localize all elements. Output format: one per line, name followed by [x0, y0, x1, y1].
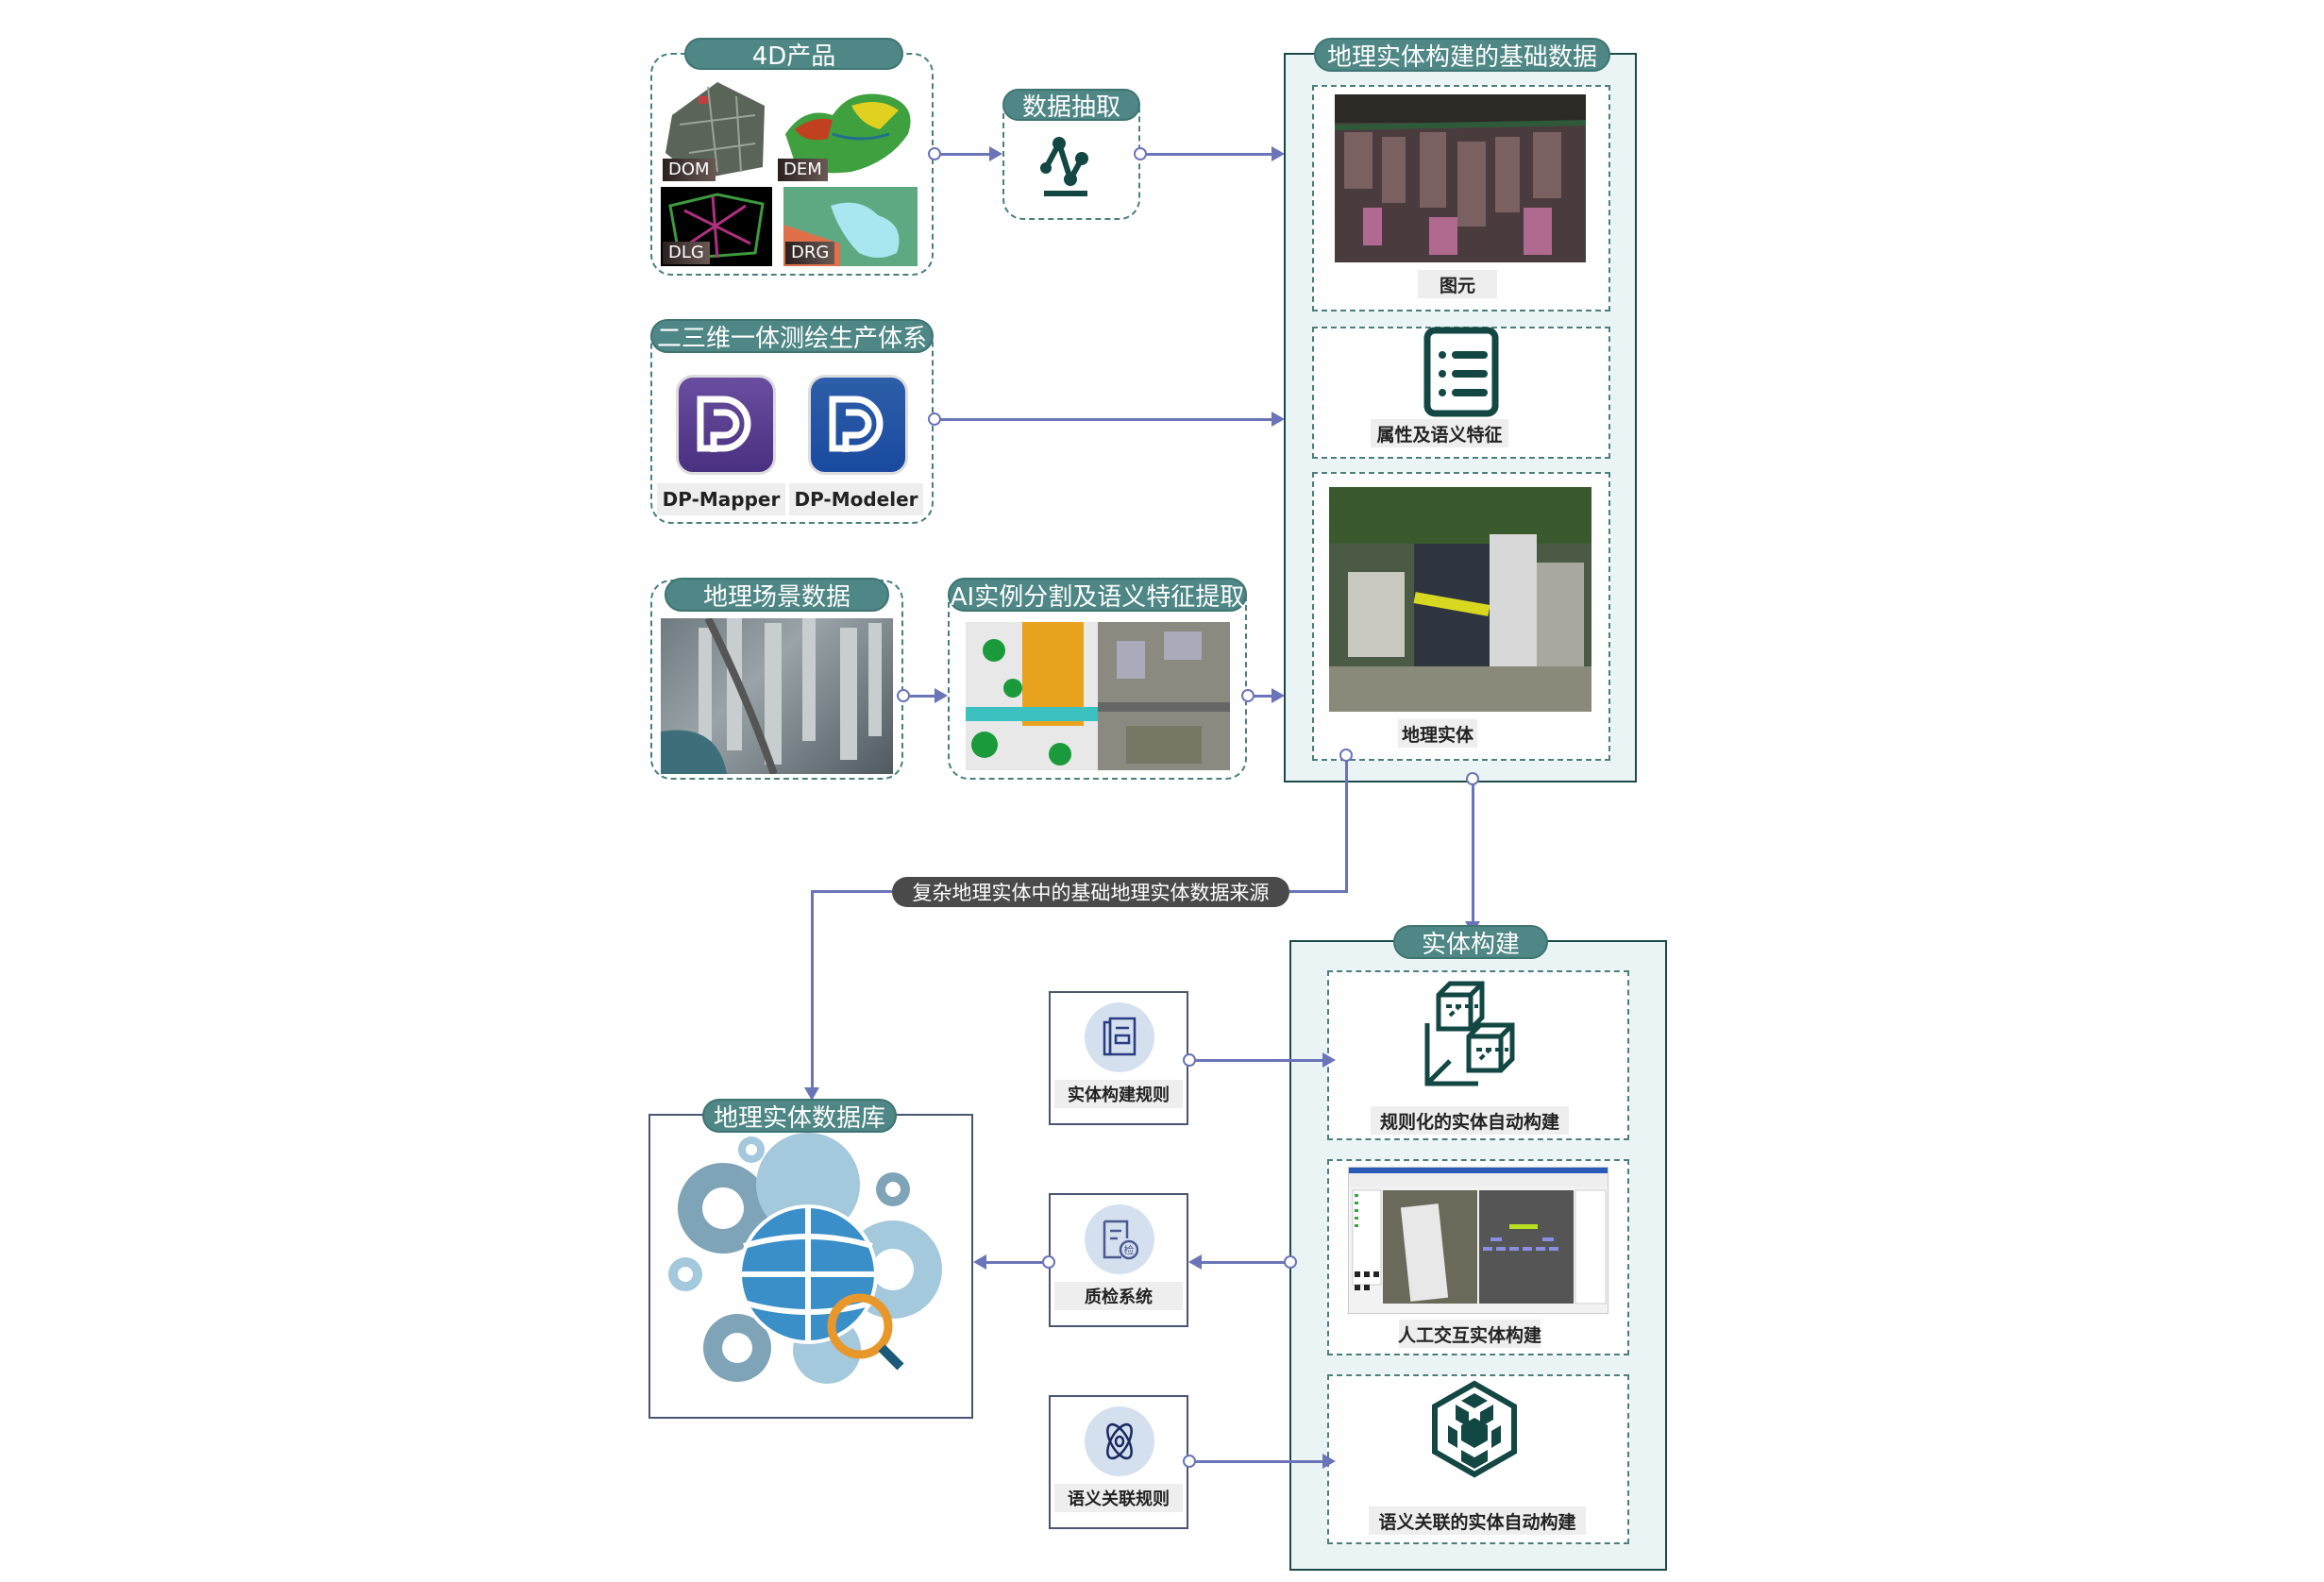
arrow-head [1322, 1454, 1336, 1469]
rule-box-build-rules: 实体构建规则 [1049, 991, 1188, 1125]
manual-build-screenshot [1348, 1167, 1608, 1314]
dem-label: DEM [778, 159, 828, 181]
primitives-image [1335, 94, 1586, 262]
rule-box-quality-check: 检 质检系统 [1049, 1193, 1188, 1327]
connector-node [1339, 749, 1353, 762]
drg-label: DRG [785, 242, 835, 264]
connector-line [1472, 784, 1474, 922]
scene-image [661, 618, 893, 774]
primitives-label: 图元 [1418, 270, 1497, 298]
quality-check-icon: 检 [1085, 1204, 1154, 1274]
connector-line [1254, 695, 1272, 698]
arrow-head [804, 1087, 819, 1101]
connector-node [928, 412, 941, 426]
connector-line [1201, 1261, 1285, 1264]
svg-text:检: 检 [1124, 1243, 1135, 1256]
entity-label: 地理实体 [1398, 719, 1477, 748]
connector-line [1289, 890, 1348, 893]
hexagon-cubes-icon [1427, 1380, 1522, 1482]
connector-node [1183, 1455, 1196, 1468]
connector-line [985, 1261, 1043, 1264]
dp-modeler-icon[interactable] [808, 375, 908, 475]
connector-node [1466, 772, 1479, 785]
semantic-build-label: 语义关联的实体自动构建 [1369, 1506, 1586, 1535]
scene-data-title: 地理场景数据 [665, 578, 889, 612]
attributes-label: 属性及语义特征 [1371, 419, 1508, 447]
dp-mapper-icon[interactable] [676, 375, 776, 475]
connector-node [1284, 1255, 1297, 1269]
connector-node [1183, 1053, 1196, 1067]
entity-build-title: 实体构建 [1393, 925, 1548, 959]
connector-line [811, 890, 892, 893]
products-4d-title: 4D产品 [684, 38, 903, 71]
database-title: 地理实体数据库 [702, 1099, 897, 1133]
connector-line [1146, 153, 1272, 156]
dp-modeler-label: DP-Modeler [789, 483, 923, 515]
arrow-head [973, 1254, 986, 1270]
connector-line [811, 890, 814, 1088]
connector-line [940, 153, 989, 156]
arrow-head [989, 146, 1002, 161]
rule-box-semantic-rules: 语义关联规则 [1049, 1395, 1188, 1529]
build-rules-label: 实体构建规则 [1054, 1080, 1183, 1108]
dom-image [661, 77, 772, 181]
mapping-system-title: 二三维一体测绘生产体系 [650, 319, 934, 353]
extraction-title: 数据抽取 [1002, 89, 1140, 122]
semantic-rules-label: 语义关联规则 [1054, 1484, 1183, 1512]
ai-extraction-title: AI实例分割及语义特征提取 [948, 578, 1247, 612]
arrow-head [1322, 1052, 1336, 1068]
connector-line [940, 418, 1272, 421]
connector-node [1134, 147, 1147, 160]
atom-icon [1085, 1406, 1154, 1476]
document-rule-icon [1085, 1002, 1154, 1072]
source-label: 复杂地理实体中的基础地理实体数据来源 [892, 877, 1289, 907]
connector-node [1042, 1255, 1055, 1269]
entity-image [1329, 487, 1591, 712]
cubes-icon [1422, 978, 1535, 1095]
rule-build-label: 规则化的实体自动构建 [1371, 1106, 1569, 1135]
ai-segmentation-image [966, 622, 1230, 770]
connector-line [1195, 1460, 1323, 1463]
document-list-icon [1423, 327, 1499, 421]
dom-label: DOM [663, 159, 716, 181]
dlg-label: DLG [663, 242, 710, 264]
base-data-title: 地理实体构建的基础数据 [1314, 38, 1610, 72]
arrow-head [1271, 146, 1285, 161]
data-extraction-icon [1038, 130, 1106, 202]
arrow-head [1271, 688, 1285, 703]
quality-check-label: 质检系统 [1054, 1282, 1183, 1310]
connector-node [928, 147, 941, 160]
manual-build-label: 人工交互实体构建 [1398, 1320, 1541, 1348]
arrow-head [935, 688, 948, 703]
connector-line [909, 695, 935, 698]
globe-gears-icon [666, 1133, 950, 1391]
connector-node [897, 689, 910, 702]
dem-image [776, 77, 918, 181]
connector-line [1345, 761, 1348, 893]
arrow-head [1188, 1254, 1202, 1270]
arrow-head [1271, 412, 1285, 427]
connector-node [1241, 689, 1255, 702]
dp-mapper-label: DP-Mapper [657, 483, 785, 515]
connector-line [1195, 1059, 1323, 1062]
